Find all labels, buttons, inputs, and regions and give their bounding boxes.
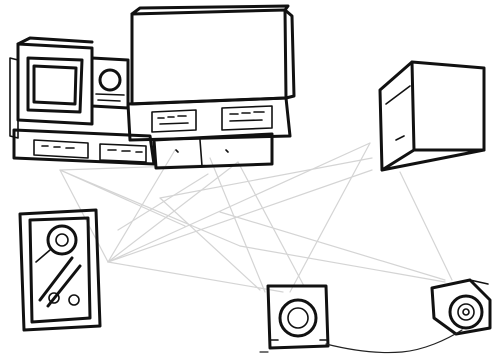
cabinet-box [380, 62, 484, 170]
speaker-left [268, 286, 328, 348]
mixing-console [10, 6, 294, 168]
tape-machine [20, 210, 100, 330]
speaker-right [432, 280, 490, 334]
